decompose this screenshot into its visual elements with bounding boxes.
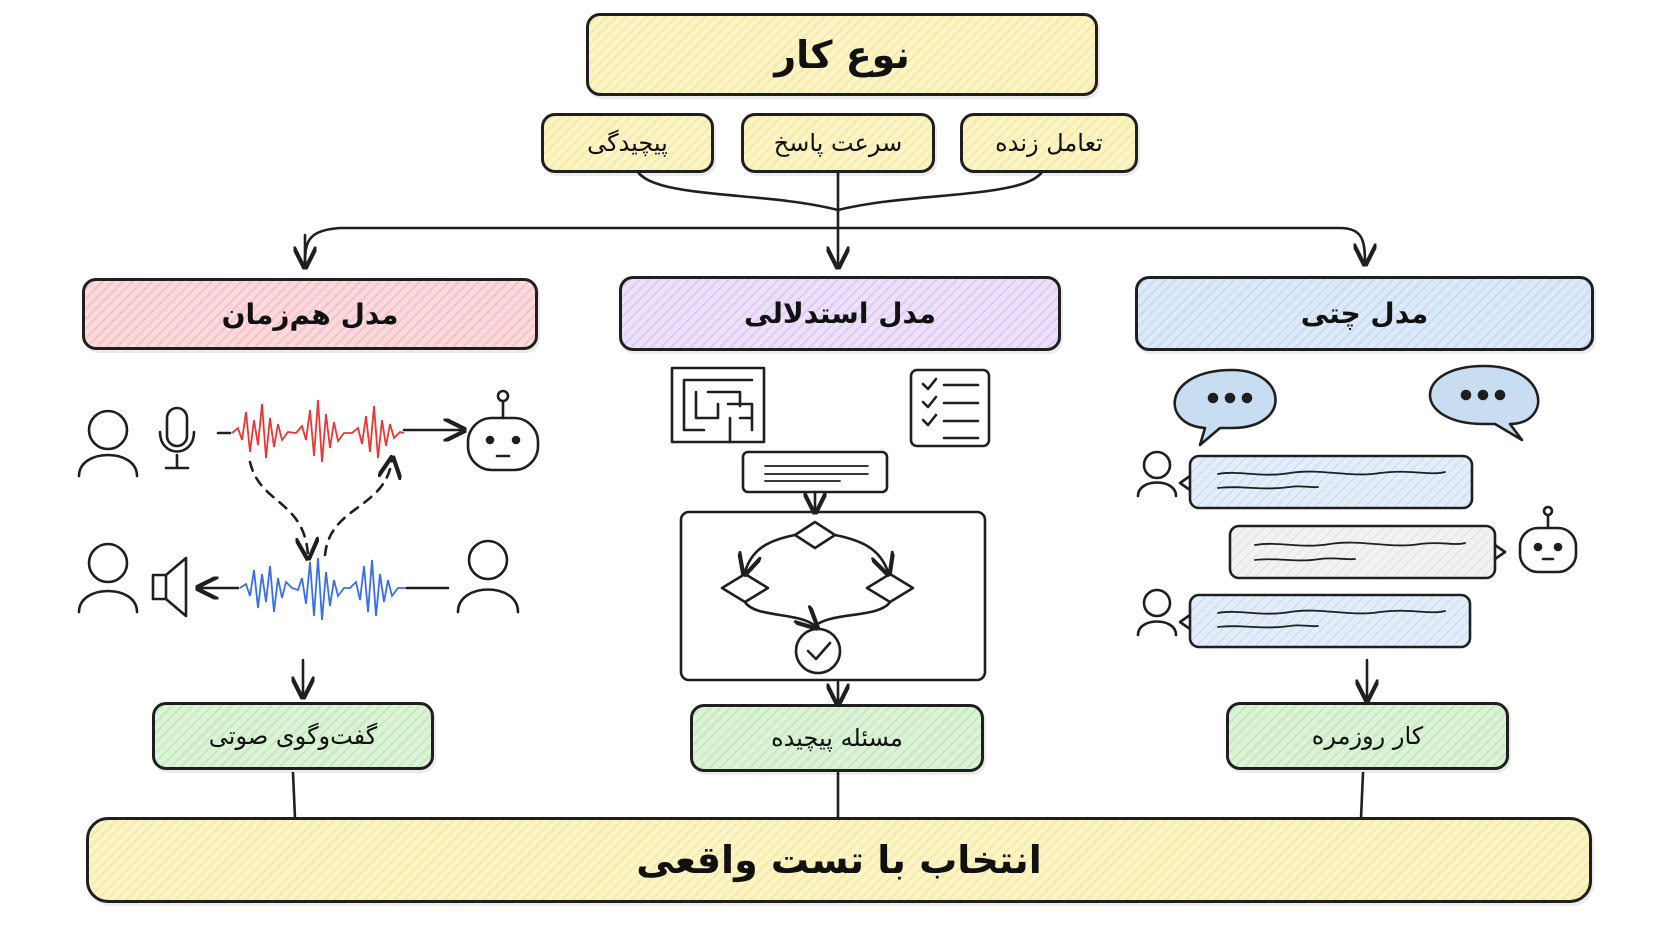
dashed-flow-down xyxy=(248,460,308,556)
message-bubble xyxy=(1178,454,1474,510)
distribution-line xyxy=(303,226,1365,262)
dashed-flow-up xyxy=(323,460,392,557)
user-icon xyxy=(456,539,520,614)
maze-icon xyxy=(670,366,766,444)
connector-complexity xyxy=(633,163,840,212)
red-waveform xyxy=(231,399,405,463)
outcome-voice-conversation: گفت‌وگوی صوتی xyxy=(152,702,434,770)
speech-bubble-icon xyxy=(1173,368,1277,447)
speech-bubble-icon xyxy=(1428,364,1540,442)
task-type-box: نوع کار xyxy=(586,13,1098,96)
user-icon xyxy=(77,542,139,614)
checklist-icon xyxy=(909,368,991,448)
message-bubble xyxy=(1228,524,1507,580)
connector-daily-bottom xyxy=(1359,771,1365,820)
flowchart xyxy=(679,510,987,682)
user-icon xyxy=(77,409,139,478)
factor-live-interaction: تعامل زنده xyxy=(960,113,1138,173)
robot-icon xyxy=(466,389,540,472)
outcome-daily-task: کار روزمره xyxy=(1226,702,1509,770)
realtime-model-box: مدل هم‌زمان xyxy=(82,278,538,350)
outcome-complex-problem: مسئله پیچیده xyxy=(690,704,984,772)
speaker-icon xyxy=(151,556,188,618)
factor-response-speed: سرعت پاسخ xyxy=(741,113,935,173)
blue-waveform xyxy=(239,557,406,621)
factor-complexity: پیچیدگی xyxy=(541,113,714,173)
connector-voice-bottom xyxy=(291,771,297,820)
message-bubble xyxy=(1178,593,1472,649)
user-icon xyxy=(1136,588,1178,637)
process-box xyxy=(741,450,889,494)
microphone-icon xyxy=(158,406,196,470)
user-icon xyxy=(1136,450,1178,498)
connector-live xyxy=(836,163,1047,212)
robot-icon xyxy=(1518,505,1578,574)
chat-model-box: مدل چتی xyxy=(1135,276,1594,351)
real-test-selection-box: انتخاب با تست واقعی xyxy=(86,817,1592,903)
reasoning-model-box: مدل استدلالی xyxy=(619,276,1061,351)
